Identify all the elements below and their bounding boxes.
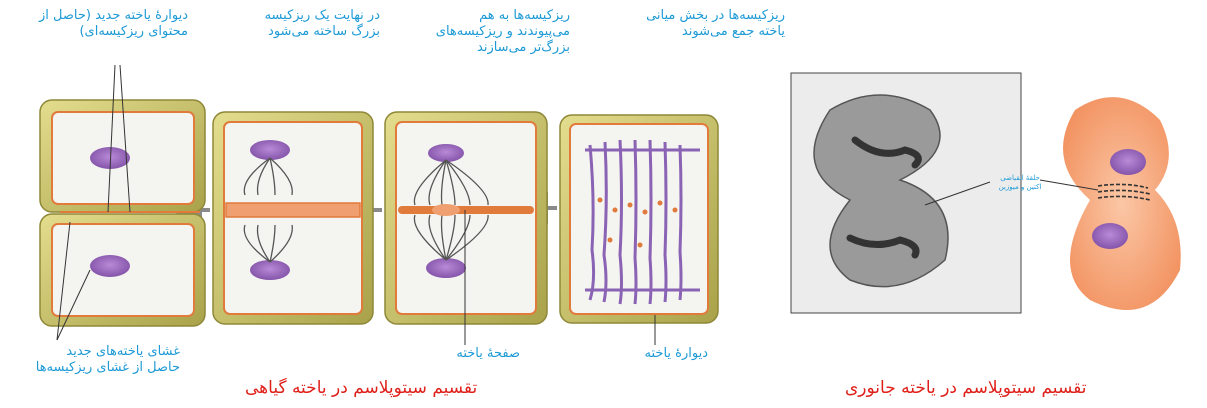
label-line: حلقهٔ انقباضی bbox=[990, 174, 1050, 183]
label-vesicles-gather: ریزکیسه‌ها در بخش میانی یاخته جمع می‌شون… bbox=[585, 8, 785, 40]
label-line: بزرگ ساخته می‌شود bbox=[200, 24, 380, 40]
caption-plant: تقسیم سیتوپلاسم در یاخته گیاهی bbox=[245, 378, 477, 398]
label-line: محتوای ریزکیسه‌ای) bbox=[10, 24, 188, 40]
label-line: ریزکیسه‌ها به هم bbox=[370, 8, 570, 24]
label-line: در نهایت یک ریزکیسه bbox=[200, 8, 380, 24]
label-vesicles-fuse: ریزکیسه‌ها به هم می‌پیوندند و ریزکیسه‌ها… bbox=[370, 8, 570, 56]
plant-cell-stage-3 bbox=[213, 112, 373, 324]
label-large-vesicle: در نهایت یک ریزکیسه بزرگ ساخته می‌شود bbox=[200, 8, 380, 40]
plant-cell-stage-2 bbox=[385, 112, 547, 324]
caption-animal: تقسیم سیتوپلاسم در یاخته جانوری bbox=[845, 378, 1086, 398]
label-line: غشای یاخته‌های جدید bbox=[10, 344, 180, 360]
label-line: یاخته جمع می‌شوند bbox=[585, 24, 785, 40]
plant-cell-stage-4 bbox=[40, 100, 205, 326]
label-line: بزرگ‌تر می‌سازند bbox=[370, 40, 570, 56]
label-line: حاصل از غشای ریزکیسه‌ها bbox=[10, 360, 180, 376]
label-cell-wall: دیوارهٔ یاخته bbox=[598, 346, 708, 362]
electron-micrograph bbox=[791, 73, 1021, 313]
label-cell-plate: صفحهٔ یاخته bbox=[410, 346, 520, 362]
label-new-wall: دیوارهٔ یاخته جدید (حاصل از محتوای ریزکی… bbox=[10, 8, 188, 40]
label-new-membranes: غشای یاخته‌های جدید حاصل از غشای ریزکیسه… bbox=[10, 344, 180, 376]
label-line: اکتین و میوزین bbox=[990, 183, 1050, 192]
label-line: دیوارهٔ یاخته جدید (حاصل از bbox=[10, 8, 188, 24]
plant-cell-stage-1 bbox=[560, 115, 718, 323]
label-contractile-ring: حلقهٔ انقباضی اکتین و میوزین bbox=[990, 174, 1050, 192]
label-line: ریزکیسه‌ها در بخش میانی bbox=[585, 8, 785, 24]
label-line: می‌پیوندند و ریزکیسه‌های bbox=[370, 24, 570, 40]
